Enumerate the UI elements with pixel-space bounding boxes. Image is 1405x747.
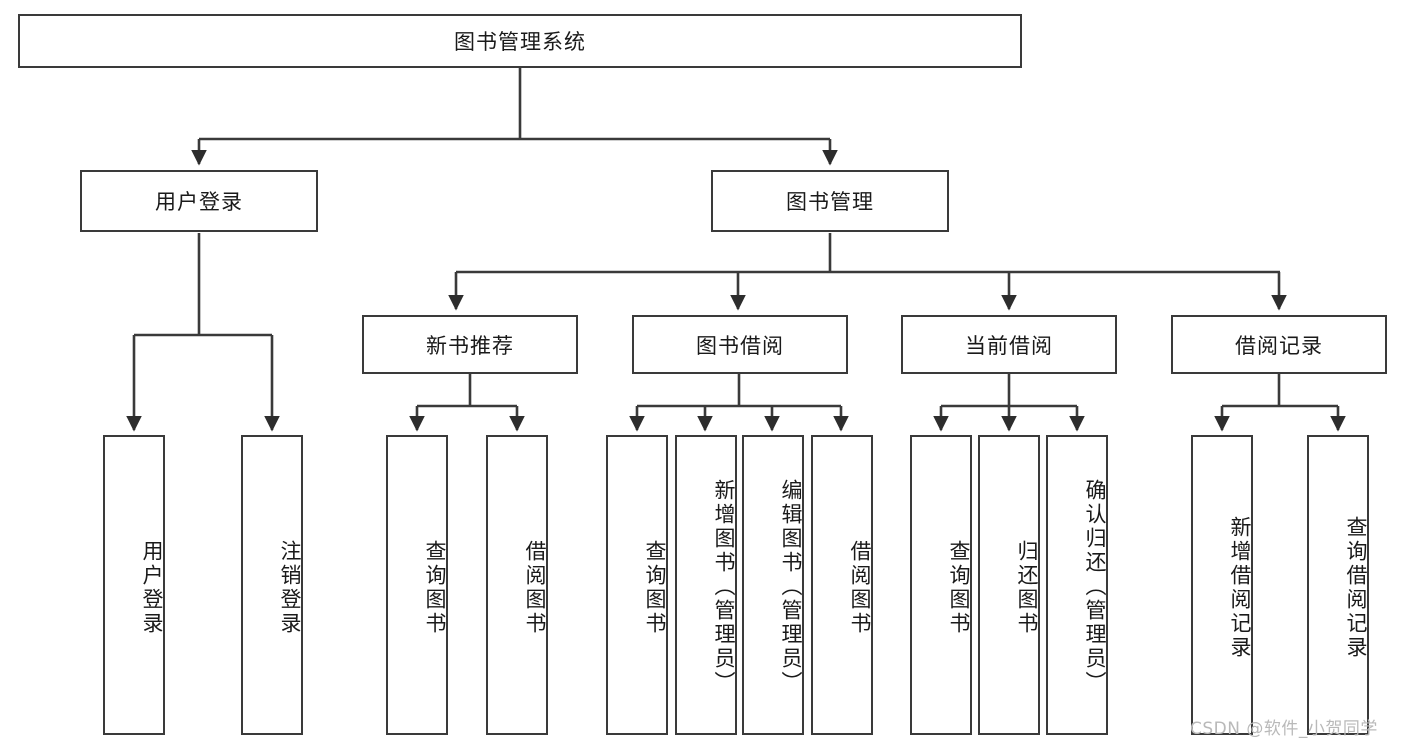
leaf-borrow-book-2[interactable]: 借阅图书 [811, 435, 873, 735]
node-new-book-recommend[interactable]: 新书推荐 [362, 315, 578, 374]
leaf-edit-book-label: 编辑图书（管理员） [779, 479, 803, 695]
node-user-login[interactable]: 用户登录 [80, 170, 318, 232]
node-book-manage-label: 图书管理 [786, 190, 874, 214]
leaf-add-book[interactable]: 新增图书（管理员） [675, 435, 737, 735]
node-root[interactable]: 图书管理系统 [18, 14, 1022, 68]
leaf-edit-book[interactable]: 编辑图书（管理员） [742, 435, 804, 735]
leaf-borrow-book-2-label: 借阅图书 [848, 540, 872, 636]
leaf-logout-login[interactable]: 注销登录 [241, 435, 303, 735]
leaf-confirm-return[interactable]: 确认归还（管理员） [1046, 435, 1108, 735]
csdn-watermark: CSDN @软件_小贺同学 [1190, 719, 1378, 739]
node-borrow-record-label: 借阅记录 [1235, 333, 1323, 358]
leaf-borrow-book-1-label: 借阅图书 [523, 540, 547, 636]
node-borrow-record[interactable]: 借阅记录 [1171, 315, 1387, 374]
leaf-borrow-book-1[interactable]: 借阅图书 [486, 435, 548, 735]
leaf-query-book-1-label: 查询图书 [423, 540, 447, 636]
leaf-query-book-2[interactable]: 查询图书 [606, 435, 668, 735]
node-current-borrow[interactable]: 当前借阅 [901, 315, 1117, 374]
leaf-return-book-label: 归还图书 [1015, 540, 1039, 636]
node-book-borrow[interactable]: 图书借阅 [632, 315, 848, 374]
node-user-login-label: 用户登录 [155, 190, 243, 214]
node-current-borrow-label: 当前借阅 [965, 333, 1053, 358]
leaf-add-record[interactable]: 新增借阅记录 [1191, 435, 1253, 735]
leaf-query-record-label: 查询借阅记录 [1344, 516, 1368, 660]
leaf-add-record-label: 新增借阅记录 [1228, 516, 1252, 660]
leaf-query-book-3[interactable]: 查询图书 [910, 435, 972, 735]
node-new-book-recommend-label: 新书推荐 [426, 333, 514, 358]
leaf-query-record[interactable]: 查询借阅记录 [1307, 435, 1369, 735]
leaf-query-book-2-label: 查询图书 [643, 540, 667, 636]
node-book-borrow-label: 图书借阅 [696, 333, 784, 358]
leaf-add-book-label: 新增图书（管理员） [712, 479, 736, 695]
leaf-query-book-1[interactable]: 查询图书 [386, 435, 448, 735]
leaf-user-login-label: 用户登录 [140, 540, 164, 636]
node-book-manage[interactable]: 图书管理 [711, 170, 949, 232]
leaf-user-login[interactable]: 用户登录 [103, 435, 165, 735]
leaf-logout-login-label: 注销登录 [278, 540, 302, 636]
leaf-return-book[interactable]: 归还图书 [978, 435, 1040, 735]
node-root-label: 图书管理系统 [454, 30, 586, 54]
leaf-query-book-3-label: 查询图书 [947, 540, 971, 636]
leaf-confirm-return-label: 确认归还（管理员） [1083, 479, 1107, 695]
